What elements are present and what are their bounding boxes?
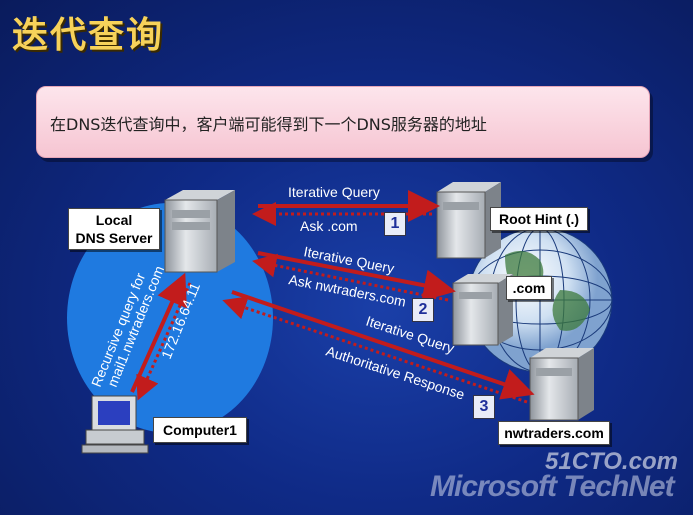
ask-nwtraders-arrow <box>252 253 449 302</box>
iterative-query-1-label: Iterative Query <box>288 184 380 200</box>
nwtraders-server-icon <box>529 348 594 421</box>
watermark-brand: Microsoft TechNet <box>430 470 675 503</box>
iterative-query-3-arrow <box>231 290 535 400</box>
local-dns-server-icon <box>164 190 235 273</box>
root-server-icon <box>436 182 501 259</box>
authoritative-response-arrow <box>222 296 528 404</box>
step-2-badge: 2 <box>412 298 434 322</box>
com-label: .com <box>506 276 552 300</box>
computer-icon <box>81 395 149 454</box>
banner-text: 在DNS迭代查询中，客户端可能得到下一个DNS服务器的地址 <box>50 115 487 134</box>
ask-com-label: Ask .com <box>300 218 358 234</box>
step-1-badge: 1 <box>384 212 406 236</box>
iterative-query-2-arrow <box>257 251 456 302</box>
nwtraders-label: nwtraders.com <box>498 421 610 445</box>
recursive-query-arrow <box>130 272 187 393</box>
ip-response-arrow <box>136 282 192 401</box>
computer1-label: Computer1 <box>153 417 247 443</box>
step-3-badge: 3 <box>473 395 495 419</box>
root-hint-label: Root Hint (.) <box>490 207 588 231</box>
local-dns-server-label: Local DNS Server <box>68 208 160 250</box>
info-banner: 在DNS迭代查询中，客户端可能得到下一个DNS服务器的地址 <box>36 86 650 158</box>
com-server-icon <box>452 274 513 346</box>
iterative-query-3-label: Iterative Query <box>364 313 456 357</box>
slide-title: 迭代查询 <box>12 15 165 56</box>
watermark-site: 51CTO.com <box>545 448 678 475</box>
